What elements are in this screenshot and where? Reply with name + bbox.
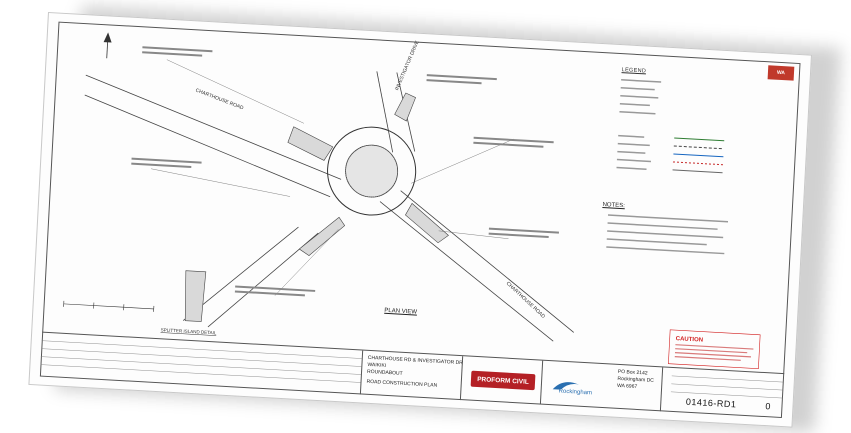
title-block-divider bbox=[660, 367, 663, 411]
address-line3: WA 6967 bbox=[617, 383, 637, 390]
sheet-title: ROAD CONSTRUCTION PLAN bbox=[366, 379, 437, 389]
document-stage: CHARTHOUSE ROAD INVESTIGATOR DRIVE CHARTHO… bbox=[0, 0, 851, 423]
road-label: CHARTHOUSE ROAD bbox=[195, 88, 245, 112]
council-logo: Rockingham bbox=[548, 375, 595, 400]
drawing-sheet: CHARTHOUSE ROAD INVESTIGATOR DRIVE CHARTHO… bbox=[28, 12, 812, 428]
splitter-island bbox=[404, 203, 450, 243]
detail-island bbox=[183, 271, 206, 322]
title-block-divider bbox=[540, 361, 543, 405]
north-arrow-icon bbox=[103, 32, 112, 58]
project-name-line3: ROUNDABOUT bbox=[367, 369, 403, 377]
title-block-divider bbox=[360, 351, 363, 395]
project-name-line2: WAIKIKI bbox=[367, 362, 386, 369]
splitter-island bbox=[287, 126, 334, 160]
road-label: INVESTIGATOR DRIVE bbox=[394, 39, 421, 91]
road-label: CHARTHOUSE ROAD bbox=[505, 281, 547, 320]
legend-heading: LEGEND bbox=[621, 67, 646, 74]
drawing-badge: WA bbox=[768, 65, 795, 80]
splitter-island bbox=[394, 92, 415, 121]
notes-heading: NOTES: bbox=[602, 202, 625, 209]
roundabout-circle bbox=[325, 125, 418, 218]
revision-number: 0 bbox=[765, 401, 771, 411]
section-label: SPLITTER ISLAND DETAIL bbox=[161, 327, 217, 335]
splitter-island bbox=[299, 215, 345, 257]
